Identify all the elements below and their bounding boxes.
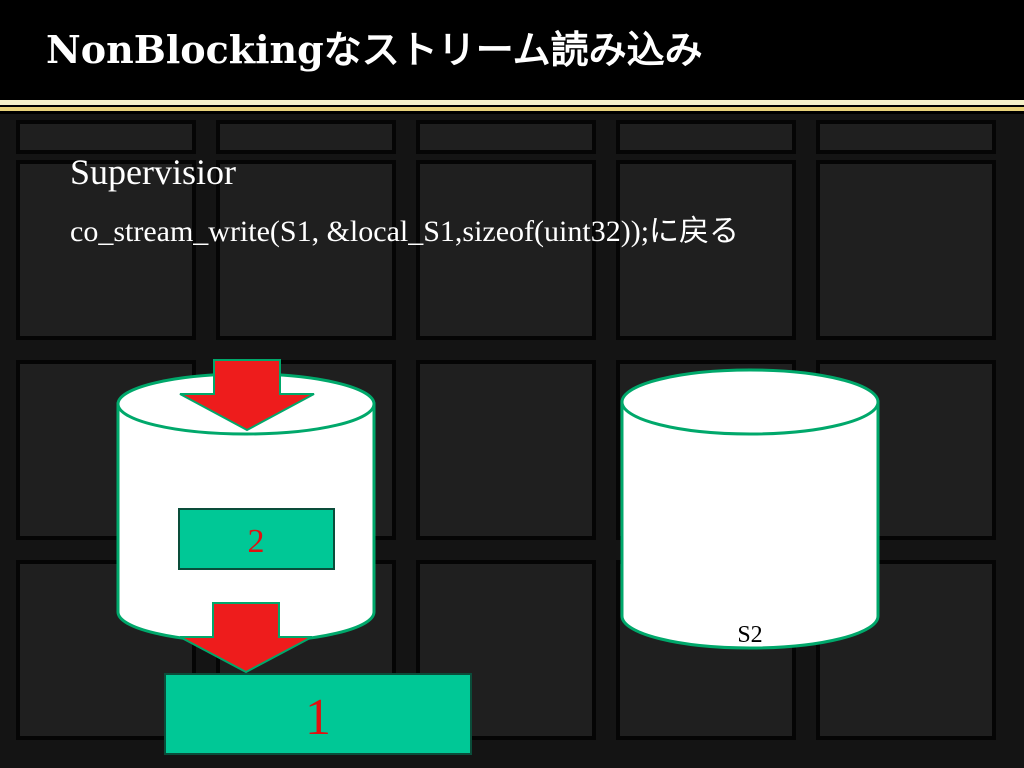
slide-title: NonBlockingなストリーム読み込み: [46, 27, 703, 72]
output-data-box-label: 1: [305, 689, 331, 746]
code-line: co_stream_write(S1, &local_S1,sizeof(uin…: [70, 215, 740, 248]
title-rule: [0, 100, 1024, 105]
grid-cell: [216, 160, 396, 340]
right-stream-label: S2: [737, 622, 762, 648]
stream-data-box-frame: [178, 508, 335, 570]
supervisor-label: Supervisior: [70, 152, 236, 192]
right-cylinder-body: [620, 400, 880, 650]
title-rule-gap: [0, 111, 1024, 114]
output-data-box: 1: [164, 673, 472, 755]
stream-data-box-label: 2: [248, 523, 265, 560]
title-rule-gap: [0, 105, 1024, 107]
grid-cell: [416, 160, 596, 340]
title-rule-accent: [0, 107, 1024, 111]
grid-cell: [216, 120, 396, 154]
output-data-box-frame: [164, 673, 472, 755]
grid-cell: [416, 120, 596, 154]
right-cylinder-top: [620, 368, 880, 436]
grid-cell: [816, 160, 996, 340]
right-stream-cylinder: S2: [620, 368, 880, 650]
grid-cell: [416, 360, 596, 540]
grid-cell: [816, 120, 996, 154]
stream-data-box: 2: [178, 508, 335, 570]
grid-cell: [16, 160, 196, 340]
title-bar: NonBlockingなストリーム読み込み: [0, 0, 1024, 100]
grid-cell: [616, 160, 796, 340]
grid-cell: [16, 120, 196, 154]
grid-cell: [616, 120, 796, 154]
arrow-down-into-stream-icon: [179, 359, 315, 432]
arrow-down-out-of-stream-icon: [179, 602, 313, 674]
